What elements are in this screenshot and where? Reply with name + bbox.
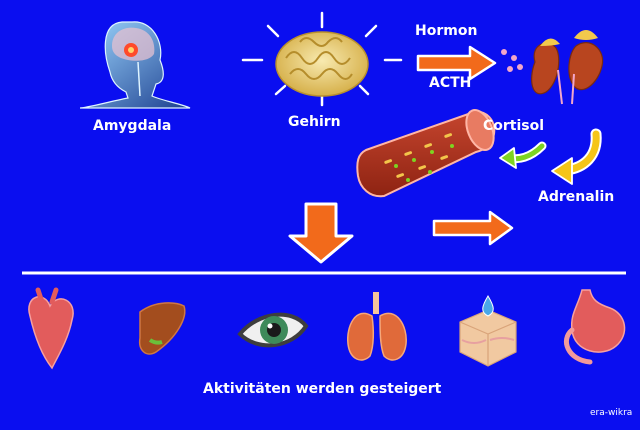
acth-label: ACTH <box>429 75 472 91</box>
right-arrow <box>432 210 514 246</box>
down-arrow <box>288 202 354 264</box>
kidneys-icon <box>531 30 604 105</box>
hormone-dots-icon <box>501 49 523 72</box>
blood-vessel-icon <box>356 109 496 198</box>
cortisol-arrow <box>499 141 547 169</box>
amygdala-head-icon <box>79 21 191 109</box>
stomach-icon <box>564 289 626 365</box>
cortisol-label: Cortisol <box>483 118 545 134</box>
skin-icon <box>459 295 517 367</box>
adrenalin-label: Adrenalin <box>538 189 615 205</box>
gehirn-label: Gehirn <box>288 114 341 130</box>
credit-text: era-wikra <box>590 408 633 418</box>
lungs-icon <box>347 292 407 361</box>
brain-icon <box>241 11 403 107</box>
acth-arrow <box>416 45 497 81</box>
activities-caption: Aktivitäten werden gesteigert <box>203 381 442 397</box>
hormon-label: Hormon <box>415 23 478 39</box>
adrenalin-arrow <box>551 128 602 185</box>
liver-icon <box>138 302 186 355</box>
eye-icon <box>237 312 309 348</box>
amygdala-label: Amygdala <box>93 118 172 134</box>
heart-icon <box>28 287 74 370</box>
